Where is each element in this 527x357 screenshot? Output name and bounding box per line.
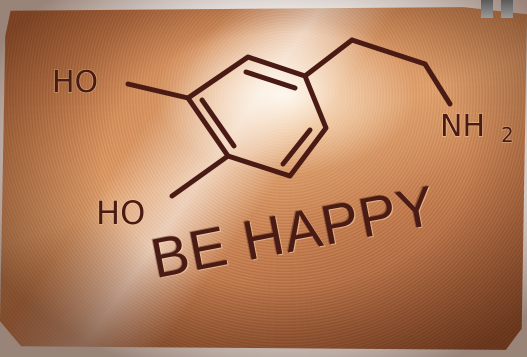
- molecule-bonds: [125, 37, 453, 199]
- amine-label: NH: [440, 109, 485, 144]
- hydroxyl-top-label: HO: [52, 65, 98, 100]
- bond-chain-1: [302, 37, 355, 79]
- bond-chain-3: [422, 61, 453, 107]
- corner-bars: [481, 0, 521, 20]
- corner-bar-left: [481, 0, 493, 18]
- corner-bar-right: [501, 0, 513, 18]
- ring-double-bond-top: [243, 69, 298, 91]
- bond-ho-top: [125, 81, 191, 101]
- amine-subscript: 2: [501, 123, 514, 147]
- hydroxyl-bottom-label: HO: [96, 194, 145, 232]
- bond-chain-2: [349, 37, 428, 67]
- ring-double-bond-right: [280, 127, 313, 167]
- bond-ho-bottom: [169, 153, 231, 199]
